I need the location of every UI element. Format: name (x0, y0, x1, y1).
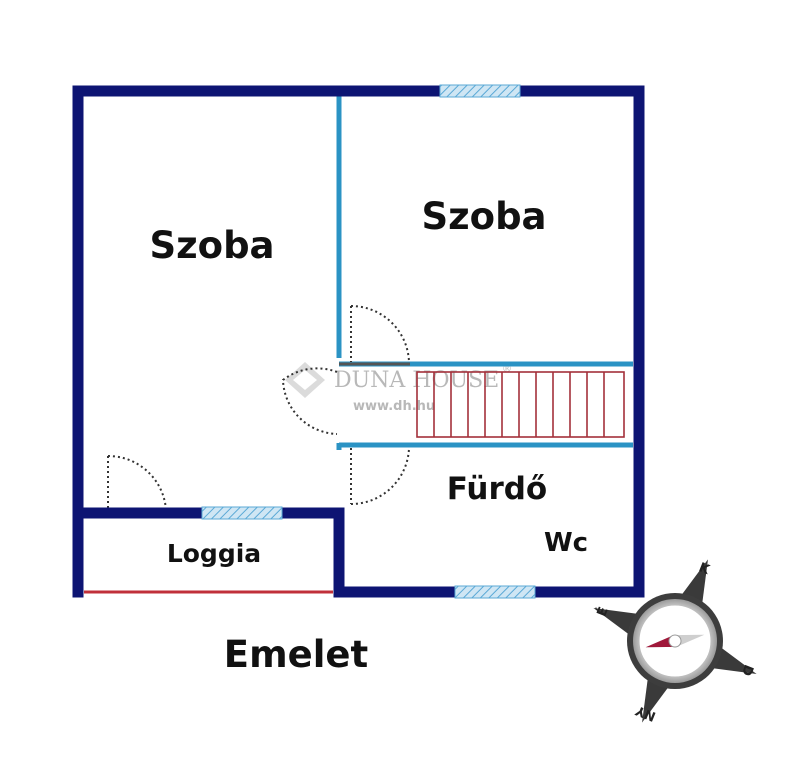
window-loggia (201, 506, 283, 520)
room-label-szoba-left: Szoba (149, 224, 274, 267)
window-top (439, 84, 521, 98)
room-label-szoba-right: Szoba (421, 195, 546, 238)
room-label-loggia: Loggia (167, 539, 261, 568)
compass-letter-ny: NY (633, 702, 658, 724)
compass: K D NY É (593, 559, 757, 724)
door-swings (107, 305, 410, 511)
watermark-logo-icon (285, 362, 325, 398)
window-bottom (454, 585, 536, 599)
outer-walls (72, 85, 645, 598)
door-swing-loggia (107, 454, 167, 511)
compass-letter-e: É (594, 605, 612, 619)
room-label-furdo: Fürdő (447, 471, 547, 507)
watermark: DUNA HOUSE ® www.dh.hu (285, 362, 512, 414)
staircase (416, 371, 625, 438)
windows (201, 84, 536, 599)
door-swing-left-room (281, 367, 338, 435)
floor-label: Emelet (224, 633, 368, 676)
watermark-registered: ® (502, 364, 512, 375)
door-swing-bathroom (350, 447, 410, 505)
room-label-wc: Wc (544, 528, 588, 558)
watermark-url: www.dh.hu (353, 399, 435, 414)
inner-walls (336, 96, 633, 450)
door-swing-right-room (350, 305, 410, 363)
